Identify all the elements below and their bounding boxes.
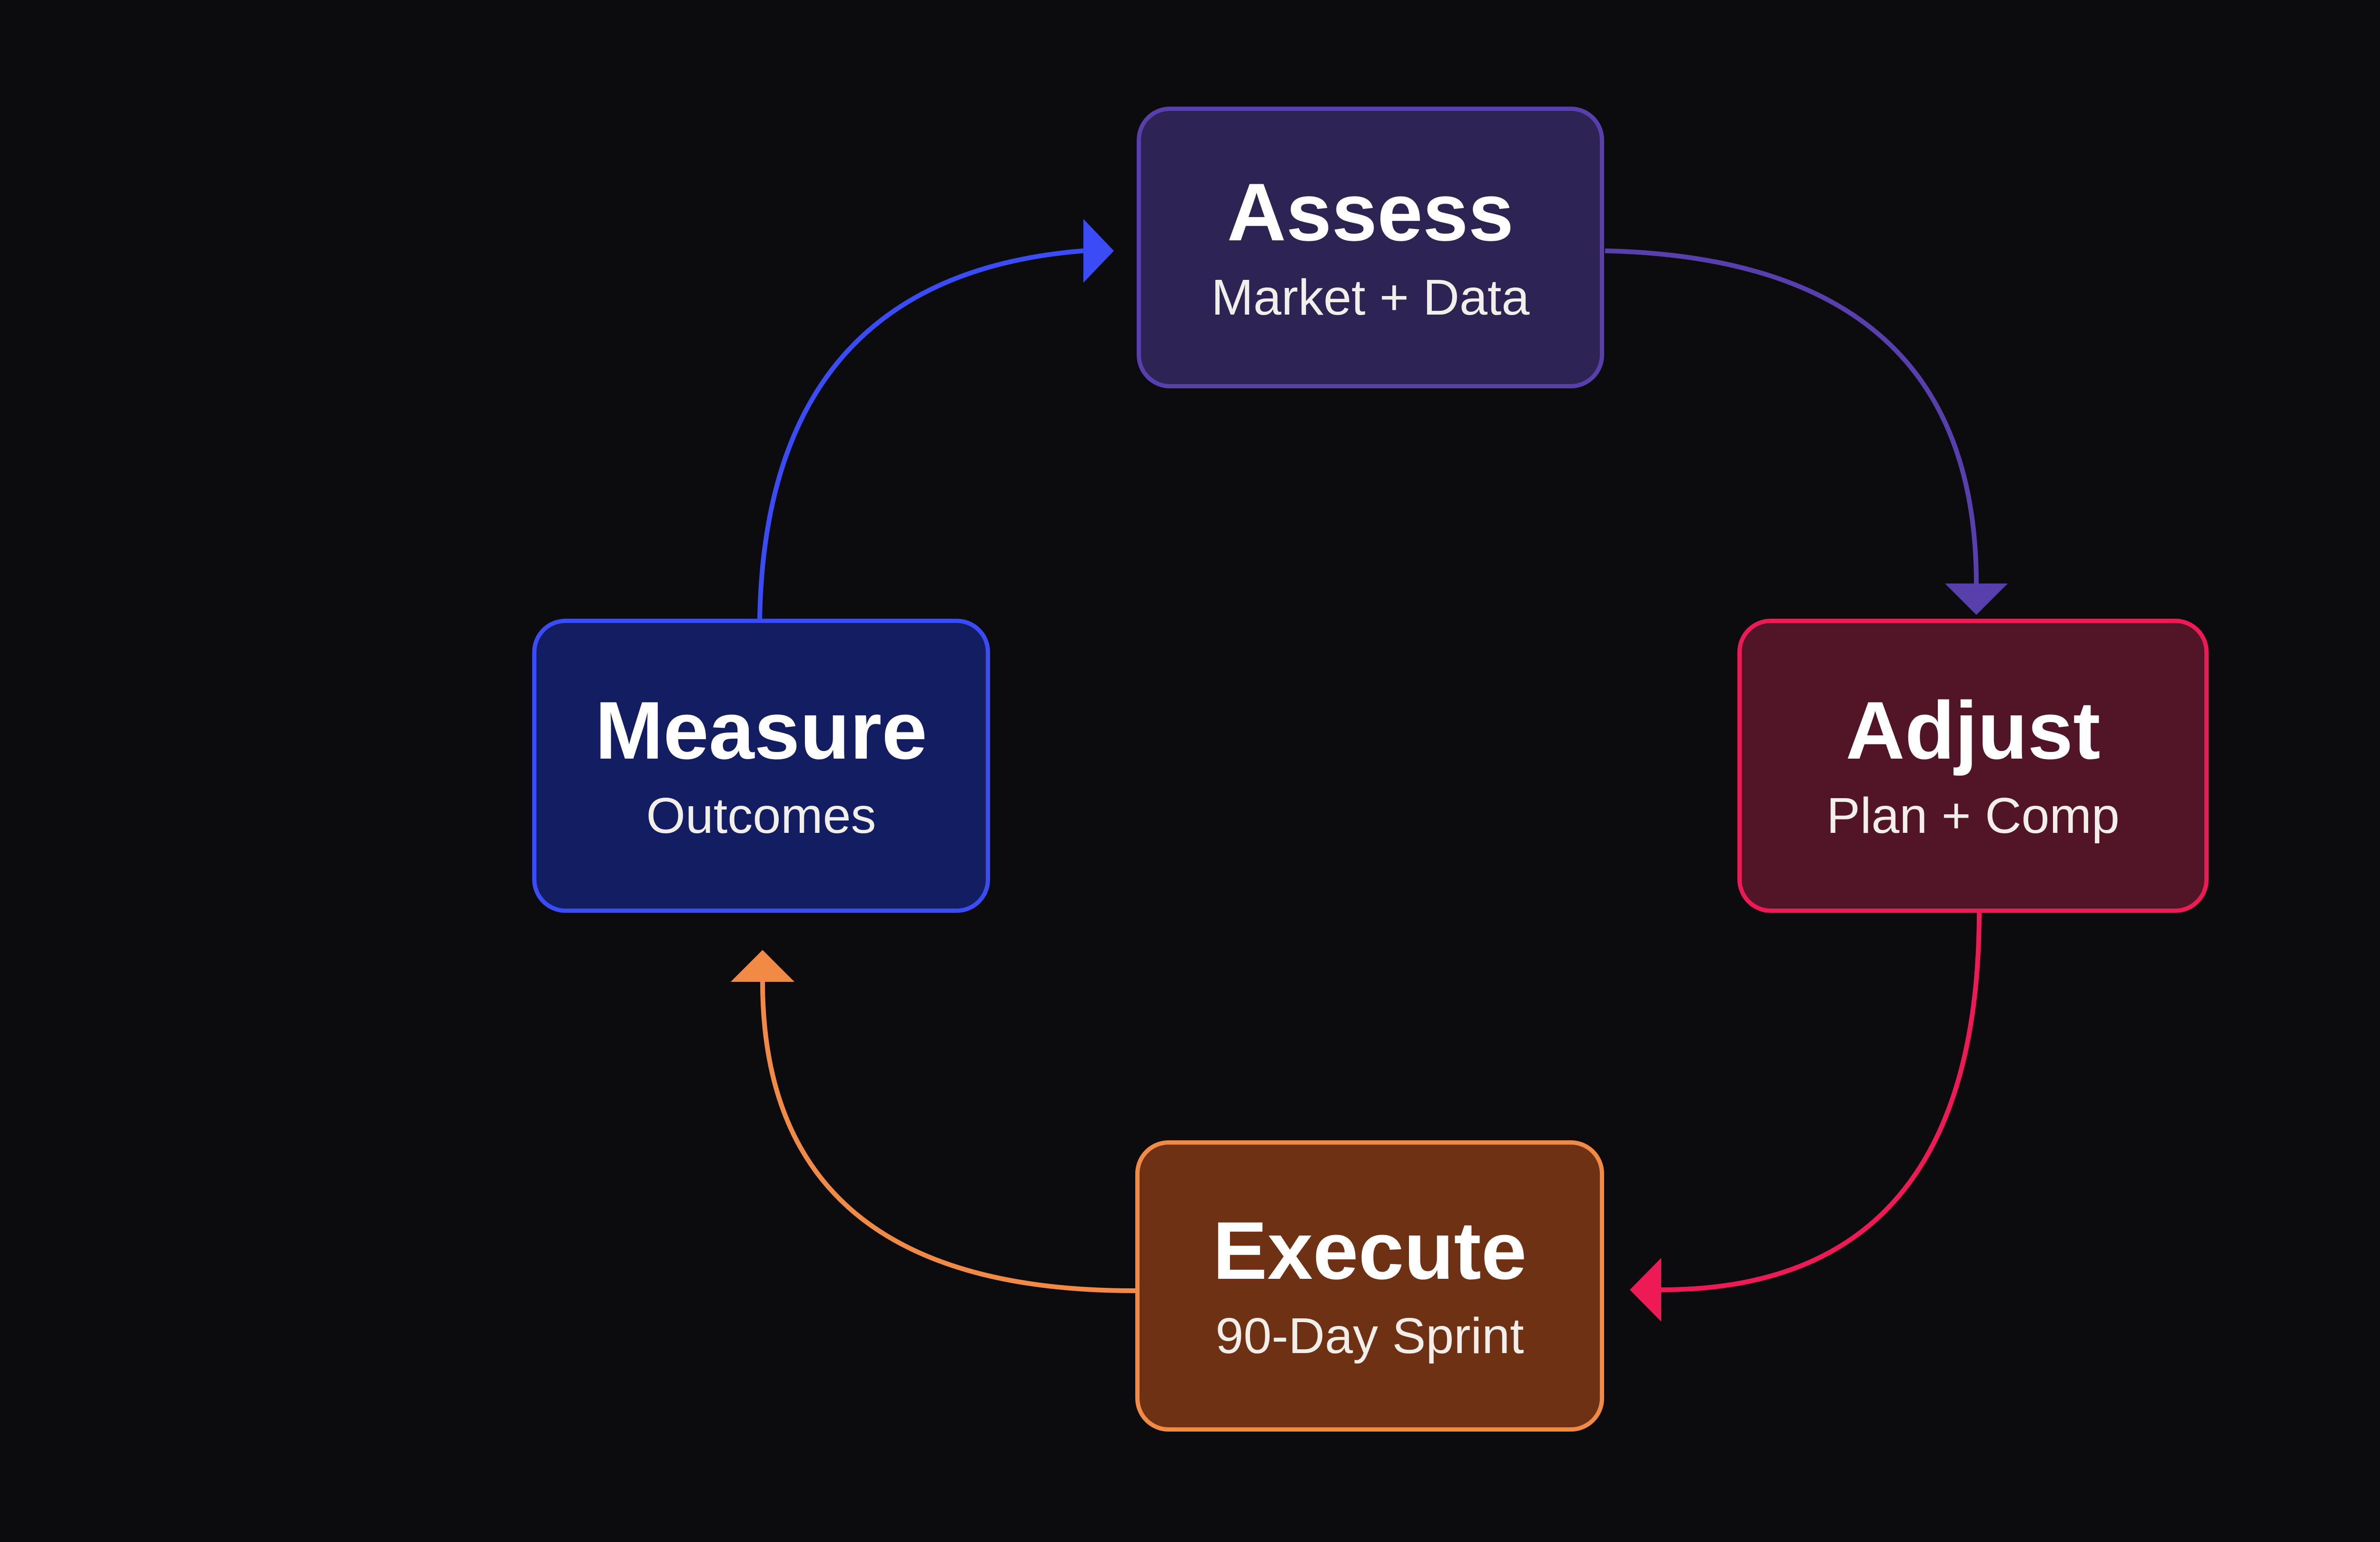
arrowhead-up-icon: [731, 950, 794, 982]
node-measure: Measure Outcomes: [532, 619, 990, 913]
arrowhead-down-icon: [1945, 583, 2008, 615]
node-adjust-subtitle: Plan + Comp: [1826, 788, 2120, 844]
edge-execute-to-measure: [760, 981, 1137, 1294]
node-assess-subtitle: Market + Data: [1211, 269, 1530, 326]
node-execute-title: Execute: [1212, 1205, 1527, 1297]
node-adjust: Adjust Plan + Comp: [1737, 619, 2209, 913]
node-adjust-title: Adjust: [1845, 685, 2101, 777]
node-execute-subtitle: 90-Day Sprint: [1215, 1308, 1524, 1364]
edge-adjust-to-execute: [1661, 912, 1982, 1292]
arrowhead-right-icon: [1083, 219, 1114, 283]
node-measure-subtitle: Outcomes: [646, 788, 876, 844]
edge-measure-to-assess: [757, 248, 1084, 620]
node-measure-title: Measure: [595, 685, 927, 777]
node-assess-title: Assess: [1227, 167, 1514, 258]
node-execute: Execute 90-Day Sprint: [1135, 1140, 1604, 1432]
arrowhead-left-icon: [1630, 1258, 1661, 1322]
node-assess: Assess Market + Data: [1137, 107, 1604, 388]
edge-assess-to-adjust: [1605, 248, 1979, 585]
